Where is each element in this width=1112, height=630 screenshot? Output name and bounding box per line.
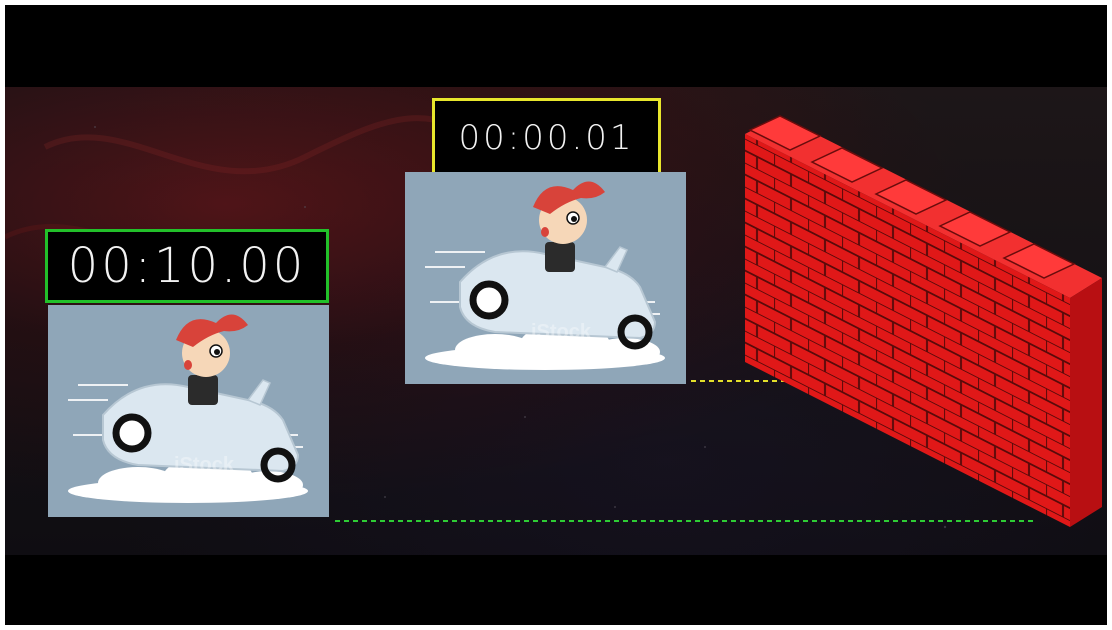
left-watermark: iStock <box>174 454 235 476</box>
right-car-illustration: iStock <box>405 172 686 384</box>
brick-wall <box>740 112 1102 531</box>
left-car-illustration: iStock <box>48 305 329 517</box>
right-watermark: iStock <box>531 321 592 343</box>
left-timer: 00:10.00 <box>45 229 329 303</box>
video-frame: 00:10.00 <box>5 5 1107 625</box>
scene-background: 00:10.00 <box>5 87 1107 555</box>
right-timer: 00:00.01 <box>432 98 661 178</box>
